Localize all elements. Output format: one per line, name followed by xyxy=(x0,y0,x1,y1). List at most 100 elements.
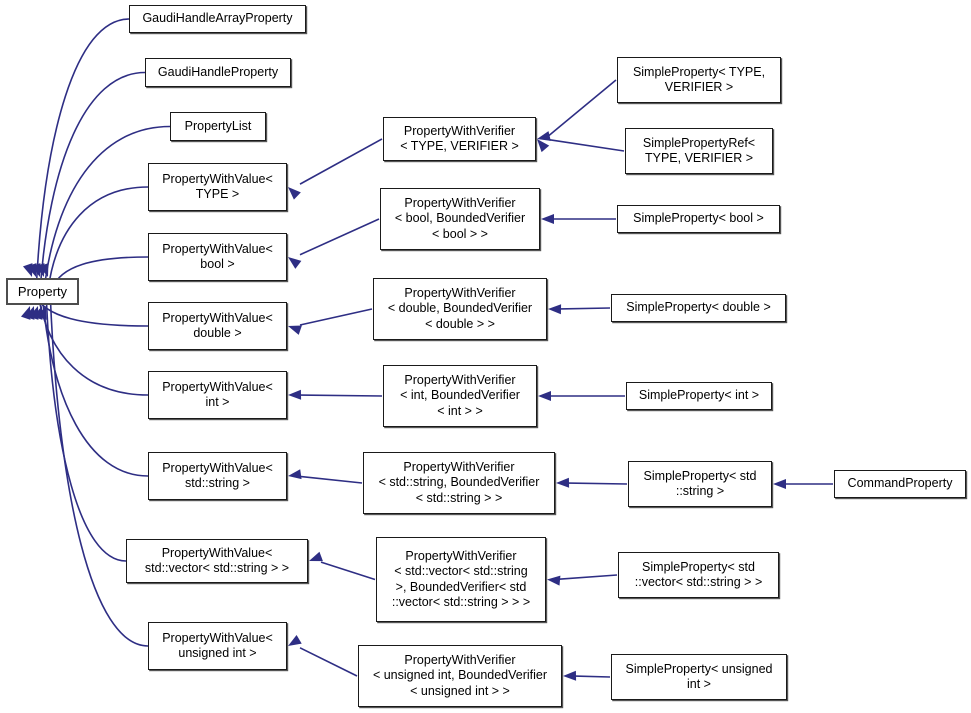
edge-pwver_type-to-pwv_type xyxy=(299,138,383,185)
class-node-label: PropertyWithVerifier < unsigned int, Bou… xyxy=(372,652,548,698)
class-node-label: PropertyWithVerifier < bool, BoundedVeri… xyxy=(394,195,526,241)
edge-gaudihandleprop-to-property xyxy=(39,71,146,290)
class-node-sp_string[interactable]: SimpleProperty< std ::string > xyxy=(628,461,772,507)
class-node-propertylist[interactable]: PropertyList xyxy=(170,112,266,141)
class-node-sp_uint[interactable]: SimpleProperty< unsigned int > xyxy=(611,654,787,700)
class-node-label: PropertyWithVerifier < std::string, Boun… xyxy=(378,459,540,505)
edge-sp_uint-to-pwver_uint xyxy=(574,675,611,678)
arrowhead-property xyxy=(36,306,47,320)
edge-sp_type_verifier-to-pwver_type xyxy=(548,79,617,137)
edge-pwv_type-to-property xyxy=(47,186,149,290)
class-node-pwv_vector[interactable]: PropertyWithValue< std::vector< std::str… xyxy=(126,539,308,583)
class-node-label: SimpleProperty< TYPE, VERIFIER > xyxy=(632,64,766,95)
class-node-pwver_double[interactable]: PropertyWithVerifier < double, BoundedVe… xyxy=(373,278,547,340)
edge-pwver_vector-to-pwv_vector xyxy=(320,561,376,581)
arrowhead-property xyxy=(22,263,33,277)
class-node-label: PropertyWithVerifier < double, BoundedVe… xyxy=(387,285,533,331)
edge-pwver_string-to-pwv_string xyxy=(299,475,363,484)
edge-pwver_double-to-pwv_double xyxy=(299,308,373,326)
class-node-label: PropertyWithValue< TYPE > xyxy=(162,171,273,202)
class-node-pwver_type[interactable]: PropertyWithVerifier < TYPE, VERIFIER > xyxy=(383,117,536,161)
class-node-label: SimplePropertyRef< TYPE, VERIFIER > xyxy=(642,135,756,166)
edge-pwver_int-to-pwv_int xyxy=(299,394,383,397)
class-node-label: PropertyWithValue< std::string > xyxy=(162,460,273,491)
arrowhead-pwver_type-17 xyxy=(537,139,550,153)
class-node-label: PropertyWithVerifier < int, BoundedVerif… xyxy=(400,372,520,418)
arrowhead-property xyxy=(30,263,41,277)
arrowhead-pwver_int-21 xyxy=(538,391,551,401)
class-node-label: Property xyxy=(17,283,68,299)
class-node-label: PropertyList xyxy=(184,118,252,133)
class-node-label: SimpleProperty< int > xyxy=(638,388,760,403)
class-node-pwv_uint[interactable]: PropertyWithValue< unsigned int > xyxy=(148,622,287,670)
arrowhead-property xyxy=(32,306,43,320)
class-node-label: SimpleProperty< bool > xyxy=(633,211,764,226)
class-node-sp_vector[interactable]: SimpleProperty< std ::vector< std::strin… xyxy=(618,552,779,598)
class-node-label: PropertyWithValue< double > xyxy=(162,310,273,341)
class-node-label: SimpleProperty< double > xyxy=(626,300,771,315)
arrowhead-pwver_uint-24 xyxy=(563,670,577,681)
class-node-pwver_uint[interactable]: PropertyWithVerifier < unsigned int, Bou… xyxy=(358,645,562,707)
class-node-label: PropertyWithValue< unsigned int > xyxy=(162,630,273,661)
class-node-label: GaudiHandleArrayProperty xyxy=(142,11,293,26)
class-node-pwv_bool[interactable]: PropertyWithValue< bool > xyxy=(148,233,287,281)
class-node-pwver_int[interactable]: PropertyWithVerifier < int, BoundedVerif… xyxy=(383,365,537,427)
arrowhead-property xyxy=(26,263,37,277)
edge-pwver_uint-to-pwv_uint xyxy=(299,647,358,677)
arrowhead-pwver_type-18 xyxy=(537,131,551,141)
edge-spref_type_verifier-to-pwver_type xyxy=(548,138,625,152)
arrowhead-pwv_bool-11 xyxy=(288,257,302,269)
edge-pwv_string-to-property xyxy=(41,293,149,477)
edge-pwv_uint-to-property xyxy=(49,293,149,647)
arrowhead-pwver_vector-23 xyxy=(547,575,561,586)
class-node-label: SimpleProperty< std ::vector< std::strin… xyxy=(634,559,763,590)
class-node-label: PropertyWithValue< bool > xyxy=(162,241,273,272)
class-node-label: PropertyWithValue< std::vector< std::str… xyxy=(144,545,290,576)
arrowhead-property xyxy=(20,306,31,320)
class-node-pwver_string[interactable]: PropertyWithVerifier < std::string, Boun… xyxy=(363,452,555,514)
class-node-label: SimpleProperty< std ::string > xyxy=(643,468,757,499)
arrowhead-property xyxy=(38,263,49,277)
arrowhead-sp_string-25 xyxy=(773,479,786,489)
class-node-label: SimpleProperty< unsigned int > xyxy=(625,661,773,692)
class-node-pwv_double[interactable]: PropertyWithValue< double > xyxy=(148,302,287,350)
class-node-sp_double[interactable]: SimpleProperty< double > xyxy=(611,294,786,322)
arrowhead-pwv_double-12 xyxy=(288,325,302,335)
class-node-gaudihandleprop[interactable]: GaudiHandleProperty xyxy=(145,58,291,87)
arrowhead-pwver_bool-19 xyxy=(541,214,554,224)
arrowhead-pwv_vector-15 xyxy=(309,551,323,562)
edge-pwv_int-to-property xyxy=(37,293,149,396)
arrowhead-property xyxy=(34,263,45,277)
class-node-sp_type_verifier[interactable]: SimpleProperty< TYPE, VERIFIER > xyxy=(617,57,781,103)
class-node-sp_bool[interactable]: SimpleProperty< bool > xyxy=(617,205,780,233)
arrowhead-pwver_string-22 xyxy=(556,477,570,488)
arrowhead-property xyxy=(24,306,35,320)
edge-gaudihandlearrayprop-to-property xyxy=(35,18,130,290)
class-node-spref_type_verifier[interactable]: SimplePropertyRef< TYPE, VERIFIER > xyxy=(625,128,773,174)
class-node-sp_int[interactable]: SimpleProperty< int > xyxy=(626,382,772,410)
class-node-commandproperty[interactable]: CommandProperty xyxy=(834,470,966,498)
edge-pwv_vector-to-property xyxy=(45,293,127,562)
class-node-pwver_vector[interactable]: PropertyWithVerifier < std::vector< std:… xyxy=(376,537,546,622)
class-node-label: PropertyWithValue< int > xyxy=(162,379,273,410)
edge-sp_vector-to-pwver_vector xyxy=(558,574,618,581)
class-node-label: GaudiHandleProperty xyxy=(157,64,279,79)
class-node-pwver_bool[interactable]: PropertyWithVerifier < bool, BoundedVeri… xyxy=(380,188,540,250)
arrowhead-pwv_uint-16 xyxy=(288,635,302,646)
edge-sp_double-to-pwver_double xyxy=(559,307,611,310)
arrowhead-pwv_type-10 xyxy=(288,187,301,200)
class-node-gaudihandlearrayprop[interactable]: GaudiHandleArrayProperty xyxy=(129,5,306,33)
arrowhead-pwv_string-14 xyxy=(288,469,302,480)
class-node-pwv_type[interactable]: PropertyWithValue< TYPE > xyxy=(148,163,287,211)
class-node-label: PropertyWithVerifier < std::vector< std:… xyxy=(391,548,531,610)
arrowhead-pwv_int-13 xyxy=(288,389,302,400)
class-node-label: PropertyWithVerifier < TYPE, VERIFIER > xyxy=(400,123,519,154)
class-node-pwv_string[interactable]: PropertyWithValue< std::string > xyxy=(148,452,287,500)
arrowhead-pwver_double-20 xyxy=(548,304,562,315)
class-node-pwv_int[interactable]: PropertyWithValue< int > xyxy=(148,371,287,419)
edge-sp_string-to-pwver_string xyxy=(567,482,628,485)
edge-pwver_bool-to-pwv_bool xyxy=(299,218,380,256)
arrowhead-property xyxy=(28,306,39,320)
class-node-property[interactable]: Property xyxy=(6,278,79,305)
